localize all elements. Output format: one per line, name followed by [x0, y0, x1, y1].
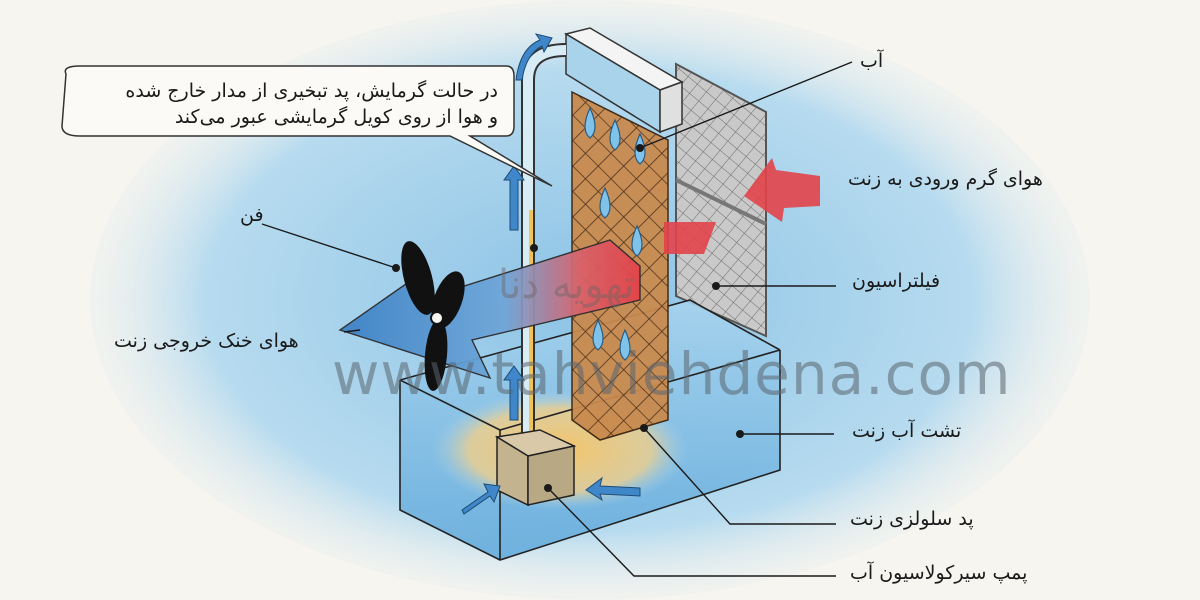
- label-water: آب: [860, 50, 884, 72]
- label-water-tray: تشت آب زنت: [852, 420, 962, 442]
- watermark-url: www.tahviehdena.com: [332, 340, 1012, 408]
- flow-arrows: [461, 33, 641, 515]
- airflow-arrow: [338, 239, 641, 380]
- label-cool-air-out: هوای خنک خروجی زنت: [114, 330, 299, 352]
- watermark-brand: تهویه دنا: [498, 262, 635, 308]
- hot-air-in-arrow: [744, 158, 820, 222]
- leader-lines: [261, 61, 853, 577]
- label-cellulose-pad: پد سلولزی زنت: [850, 508, 974, 530]
- label-filtration: فیلتراسیون: [852, 270, 941, 292]
- callout-line-1: در حالت گرمایش، پد تبخیری از مدار خارج ش…: [125, 80, 498, 102]
- label-circulation-pump: پمپ سیرکولاسیون آب: [850, 562, 1028, 584]
- label-fan: فن: [240, 204, 264, 226]
- callout-bubble-shape: [61, 65, 553, 187]
- callout-text: در حالت گرمایش، پد تبخیری از مدار خارج ش…: [58, 72, 510, 134]
- water-header: [564, 27, 684, 134]
- callout-line-2: و هوا از روی کویل گرمایشی عبور می‌کند: [174, 106, 498, 128]
- fan-icon: [401, 241, 465, 391]
- label-hot-air-in: هوای گرم ورودی به زنت: [848, 168, 1043, 190]
- filter-panel: [675, 62, 767, 338]
- hot-air-through-arrow: [664, 222, 716, 254]
- circulation-pump: [494, 429, 577, 507]
- cool-air-leader: [343, 329, 361, 333]
- leader-dots: [392, 144, 744, 492]
